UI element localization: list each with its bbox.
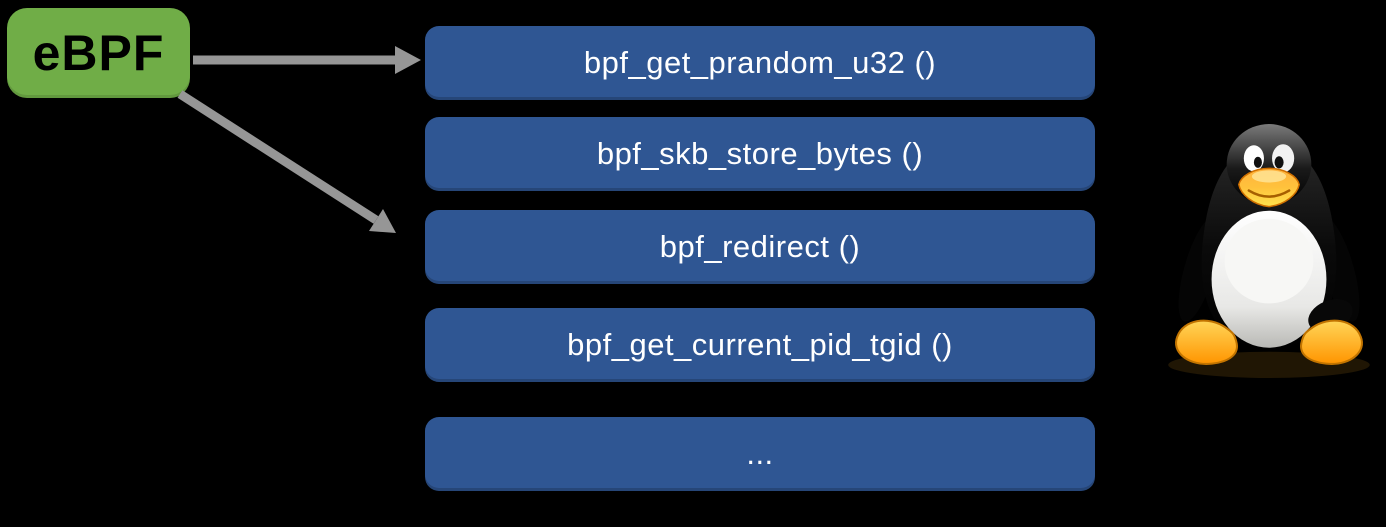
helper-function-box: ... (425, 417, 1095, 491)
arrow-to-redirect-helper (177, 90, 396, 233)
helper-function-box: bpf_skb_store_bytes () (425, 117, 1095, 191)
helper-function-box: bpf_get_current_pid_tgid () (425, 308, 1095, 382)
helper-function-label: ... (746, 436, 774, 471)
helper-function-box: bpf_redirect () (425, 210, 1095, 284)
helper-function-label: bpf_skb_store_bytes () (596, 136, 924, 171)
arrow-to-first-helper (193, 46, 421, 74)
helper-function-box: bpf_get_prandom_u32 () (425, 26, 1095, 100)
ebpf-source-box: eBPF (7, 8, 190, 98)
helper-function-label: bpf_get_prandom_u32 () (583, 45, 937, 80)
helper-function-label: bpf_redirect () (659, 229, 861, 264)
tux-penguin-icon (1168, 124, 1370, 378)
helper-function-label: bpf_get_current_pid_tgid () (567, 327, 953, 362)
ebpf-source-label: eBPF (32, 25, 165, 81)
